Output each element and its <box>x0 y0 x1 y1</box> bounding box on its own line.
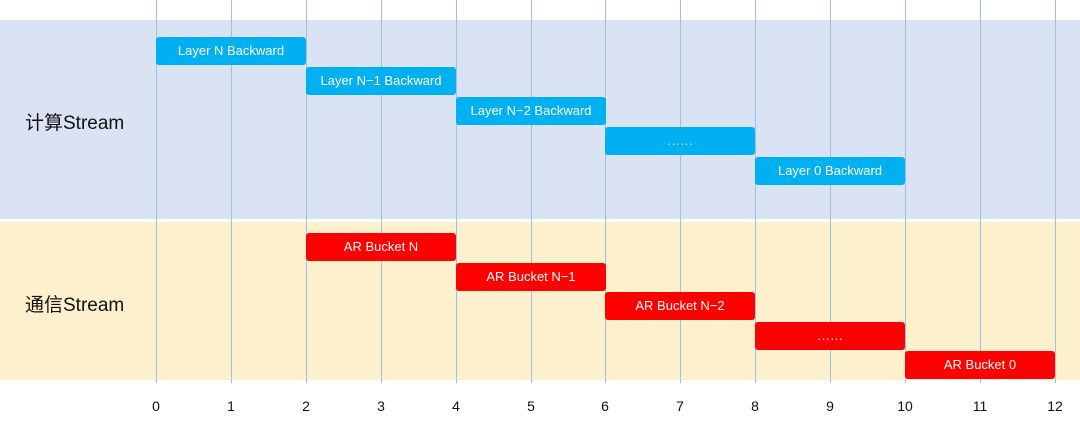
time-tick-label: 11 <box>972 398 988 414</box>
grid-line <box>531 0 532 383</box>
comm-stream-lane: 通信Stream <box>0 222 1080 380</box>
grid-line <box>456 0 457 383</box>
compute-stream-label: 计算Stream <box>25 113 125 134</box>
time-tick-label: 7 <box>676 398 684 414</box>
compute-block: Layer N−1 Backward <box>306 67 456 95</box>
time-tick-label: 2 <box>302 398 310 414</box>
compute-block: Layer N Backward <box>156 37 306 65</box>
comm-block: …… <box>755 322 905 350</box>
grid-line <box>605 0 606 383</box>
time-tick-label: 8 <box>751 398 759 414</box>
comm-block: AR Bucket N <box>306 233 456 261</box>
comm-block: AR Bucket N−2 <box>605 292 755 320</box>
grid-line <box>980 0 981 383</box>
time-tick-label: 4 <box>452 398 460 414</box>
comm-block: AR Bucket 0 <box>905 351 1055 379</box>
compute-block: Layer N−2 Backward <box>456 97 606 125</box>
grid-line <box>231 0 232 383</box>
compute-block: Layer 0 Backward <box>755 157 905 185</box>
grid-line <box>905 0 906 383</box>
time-tick-label: 9 <box>826 398 834 414</box>
time-tick-label: 12 <box>1047 398 1063 414</box>
grid-line <box>830 0 831 383</box>
grid-line <box>156 0 157 383</box>
time-tick-label: 6 <box>601 398 609 414</box>
time-tick-label: 0 <box>152 398 160 414</box>
time-tick-label: 1 <box>227 398 235 414</box>
time-tick-label: 3 <box>377 398 385 414</box>
grid-line <box>381 0 382 383</box>
grid-line <box>306 0 307 383</box>
grid-line <box>680 0 681 383</box>
grid-line <box>1055 0 1056 383</box>
compute-block: …… <box>605 127 755 155</box>
grid-line <box>755 0 756 383</box>
comm-stream-label: 通信Stream <box>25 295 125 316</box>
time-tick-label: 10 <box>897 398 913 414</box>
time-tick-label: 5 <box>527 398 535 414</box>
comm-block: AR Bucket N−1 <box>456 263 606 291</box>
